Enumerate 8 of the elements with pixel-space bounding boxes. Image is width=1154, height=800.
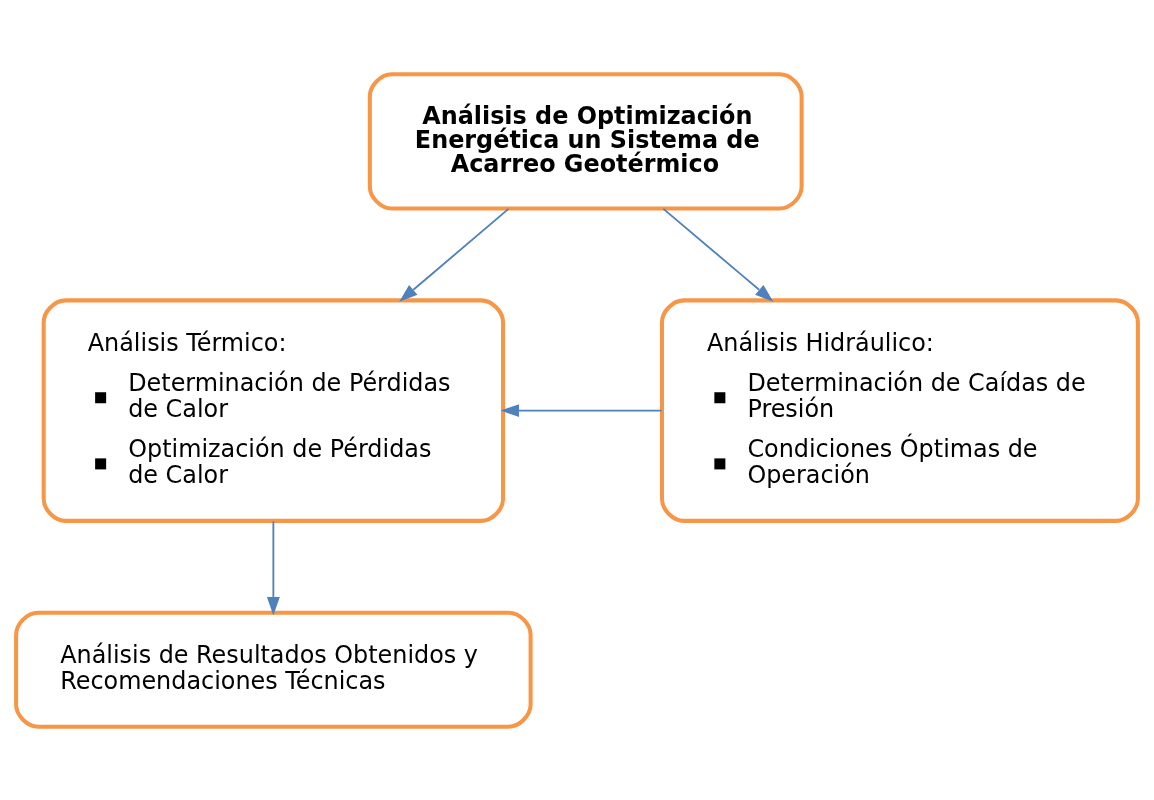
arrow bbox=[500, 403, 663, 417]
node-box: Análisis Hidráulico: Determinación de Caídas de Presión Condiciones Óptimas de Operación bbox=[659, 297, 1140, 523]
arrow bbox=[662, 207, 774, 302]
node-box: Análisis Térmico: Determinación de Pérdidas de Calor Optimización de Pérdidas de Calor bbox=[41, 297, 506, 523]
node-box: Análisis de Resultados Obtenidos y Recomendaciones Técnicas bbox=[14, 610, 533, 729]
arrow bbox=[399, 207, 510, 302]
node-box: Análisis de Optimización Energética un Sistema de Acarreo Geotérmico bbox=[367, 71, 804, 210]
arrow bbox=[266, 520, 280, 615]
